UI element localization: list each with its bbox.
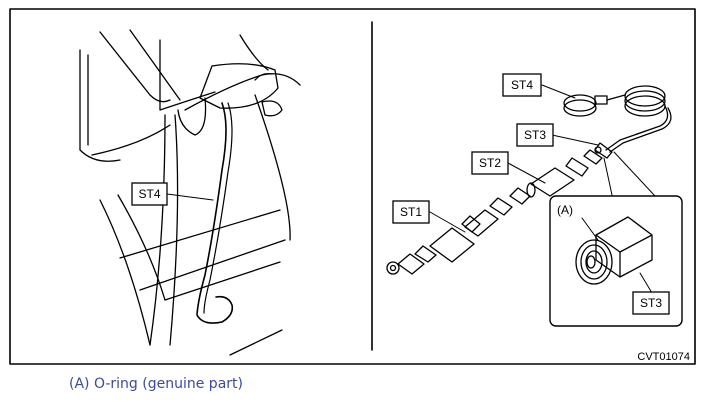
vehicle-body-illustration bbox=[79, 29, 301, 356]
st4-left-label-box bbox=[131, 182, 168, 206]
st4-right-label: ST4 bbox=[511, 78, 533, 92]
tool-shaft-assembly bbox=[386, 142, 613, 275]
st3-detail-leader bbox=[639, 272, 653, 294]
st3-detail-label-box bbox=[632, 291, 670, 315]
st2-leader bbox=[507, 162, 546, 184]
st4-right-label-box bbox=[502, 73, 542, 97]
st1-leader bbox=[429, 211, 466, 233]
st3-detail-label: ST3 bbox=[640, 296, 662, 310]
st4-left-label: ST4 bbox=[138, 187, 160, 201]
figure-caption: (A) O-ring (genuine part) bbox=[69, 376, 243, 392]
st4-right-leader bbox=[541, 84, 576, 99]
st4-hose-left bbox=[196, 102, 234, 324]
st4-left-leader bbox=[166, 193, 214, 201]
st2-label: ST2 bbox=[479, 156, 501, 170]
st3-label: ST3 bbox=[524, 128, 546, 142]
st1-label-box bbox=[392, 200, 430, 224]
st3-label-box bbox=[516, 123, 554, 147]
st3-fitting-detail bbox=[575, 216, 653, 285]
figure-frame bbox=[9, 8, 696, 365]
st1-label: ST1 bbox=[400, 205, 422, 219]
st3-leader bbox=[551, 134, 599, 146]
side-mirror-illustration bbox=[177, 63, 283, 136]
detail-view-box bbox=[549, 195, 683, 327]
service-diagram: ST4 ST4 ST3 ST2 ST1 (A) ST3 CVT01074 bbox=[9, 8, 696, 365]
st4-coiled-hose bbox=[563, 85, 672, 153]
st2-label-box bbox=[471, 151, 509, 175]
a-marker-leader bbox=[581, 217, 599, 241]
figure-code: CVT01074 bbox=[637, 351, 690, 363]
a-marker-label: (A) bbox=[557, 203, 573, 217]
